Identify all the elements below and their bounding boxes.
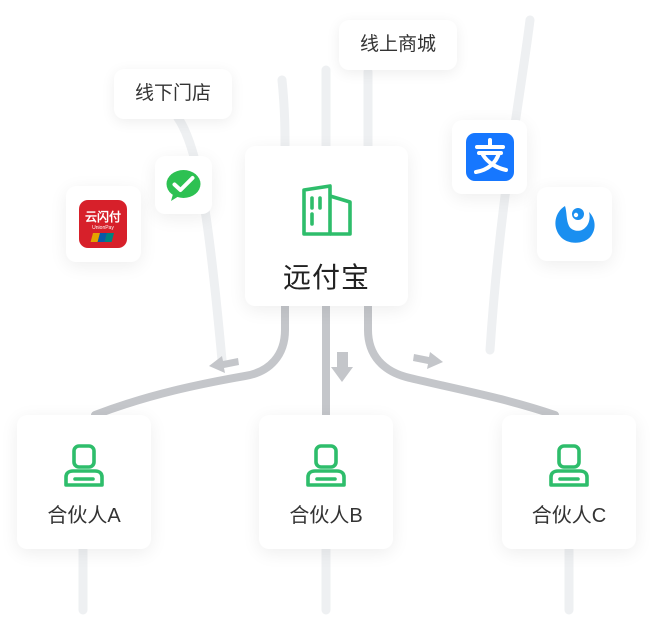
center-node-label: 远付宝 xyxy=(282,262,370,293)
partner-c-node[interactable]: 合伙人C xyxy=(502,415,636,549)
unionpay-icon: 云闪付 UnionPay xyxy=(79,200,127,248)
partner-c-label: 合伙人C xyxy=(531,505,607,527)
partner-b-label: 合伙人B xyxy=(289,505,363,527)
alipay-icon xyxy=(466,133,514,181)
partner-b-node[interactable]: 合伙人B xyxy=(259,415,393,549)
offline-store-label: 线下门店 xyxy=(114,69,232,119)
alipay-app-card[interactable] xyxy=(452,120,527,194)
other-pay-icon xyxy=(555,206,595,243)
partner-a-user-icon xyxy=(64,444,104,487)
partner-a-node[interactable]: 合伙人A xyxy=(17,415,151,549)
unionpay-sub-text: UnionPay xyxy=(92,225,114,231)
connector-to-a xyxy=(91,301,289,419)
building-icon xyxy=(302,184,352,236)
connector-to-c xyxy=(364,301,559,419)
other-pay-app-card[interactable] xyxy=(537,187,612,261)
stream-top-left xyxy=(277,75,290,155)
partner-a-label: 合伙人A xyxy=(47,505,121,527)
yuanfubao-center-node[interactable]: 远付宝 xyxy=(245,146,408,306)
arrow-right xyxy=(413,352,443,369)
wechat-icon xyxy=(166,170,201,201)
unionpay-app-card[interactable]: 云闪付 UnionPay xyxy=(66,186,141,262)
arrow-left xyxy=(209,356,239,373)
wechat-app-card[interactable] xyxy=(155,156,212,214)
online-mall-label: 线上商城 xyxy=(339,20,457,70)
arrow-down xyxy=(331,352,353,382)
unionpay-brand-text: 云闪付 xyxy=(85,209,121,224)
stream-offline xyxy=(173,113,227,365)
partner-b-user-icon xyxy=(306,444,346,487)
partner-c-user-icon xyxy=(549,444,589,487)
